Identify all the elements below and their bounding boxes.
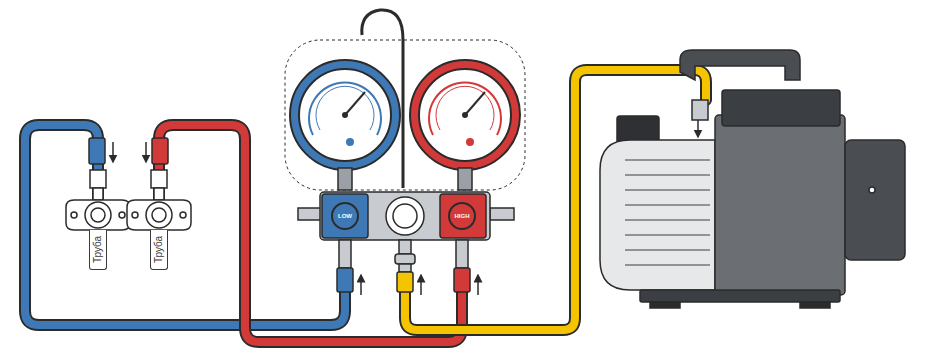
manifold-body bbox=[298, 192, 514, 292]
valve-knob: HIGH bbox=[448, 202, 476, 230]
valve-knob: LOW bbox=[331, 202, 359, 230]
valve-tube: Труба bbox=[150, 230, 168, 270]
high-gauge bbox=[410, 60, 520, 190]
vacuum-pump bbox=[600, 50, 905, 308]
valve-left bbox=[66, 138, 130, 230]
valve-right bbox=[127, 138, 191, 230]
knob-label: HIGH bbox=[455, 213, 470, 219]
valve-tube: Труба bbox=[89, 230, 107, 270]
pipe-label: Труба bbox=[154, 236, 165, 263]
hose-connector bbox=[25, 125, 345, 325]
pipe-label: Труба bbox=[93, 236, 104, 263]
knob-label: LOW bbox=[338, 213, 352, 219]
gauge-guard bbox=[285, 40, 525, 190]
low-gauge bbox=[290, 60, 400, 190]
